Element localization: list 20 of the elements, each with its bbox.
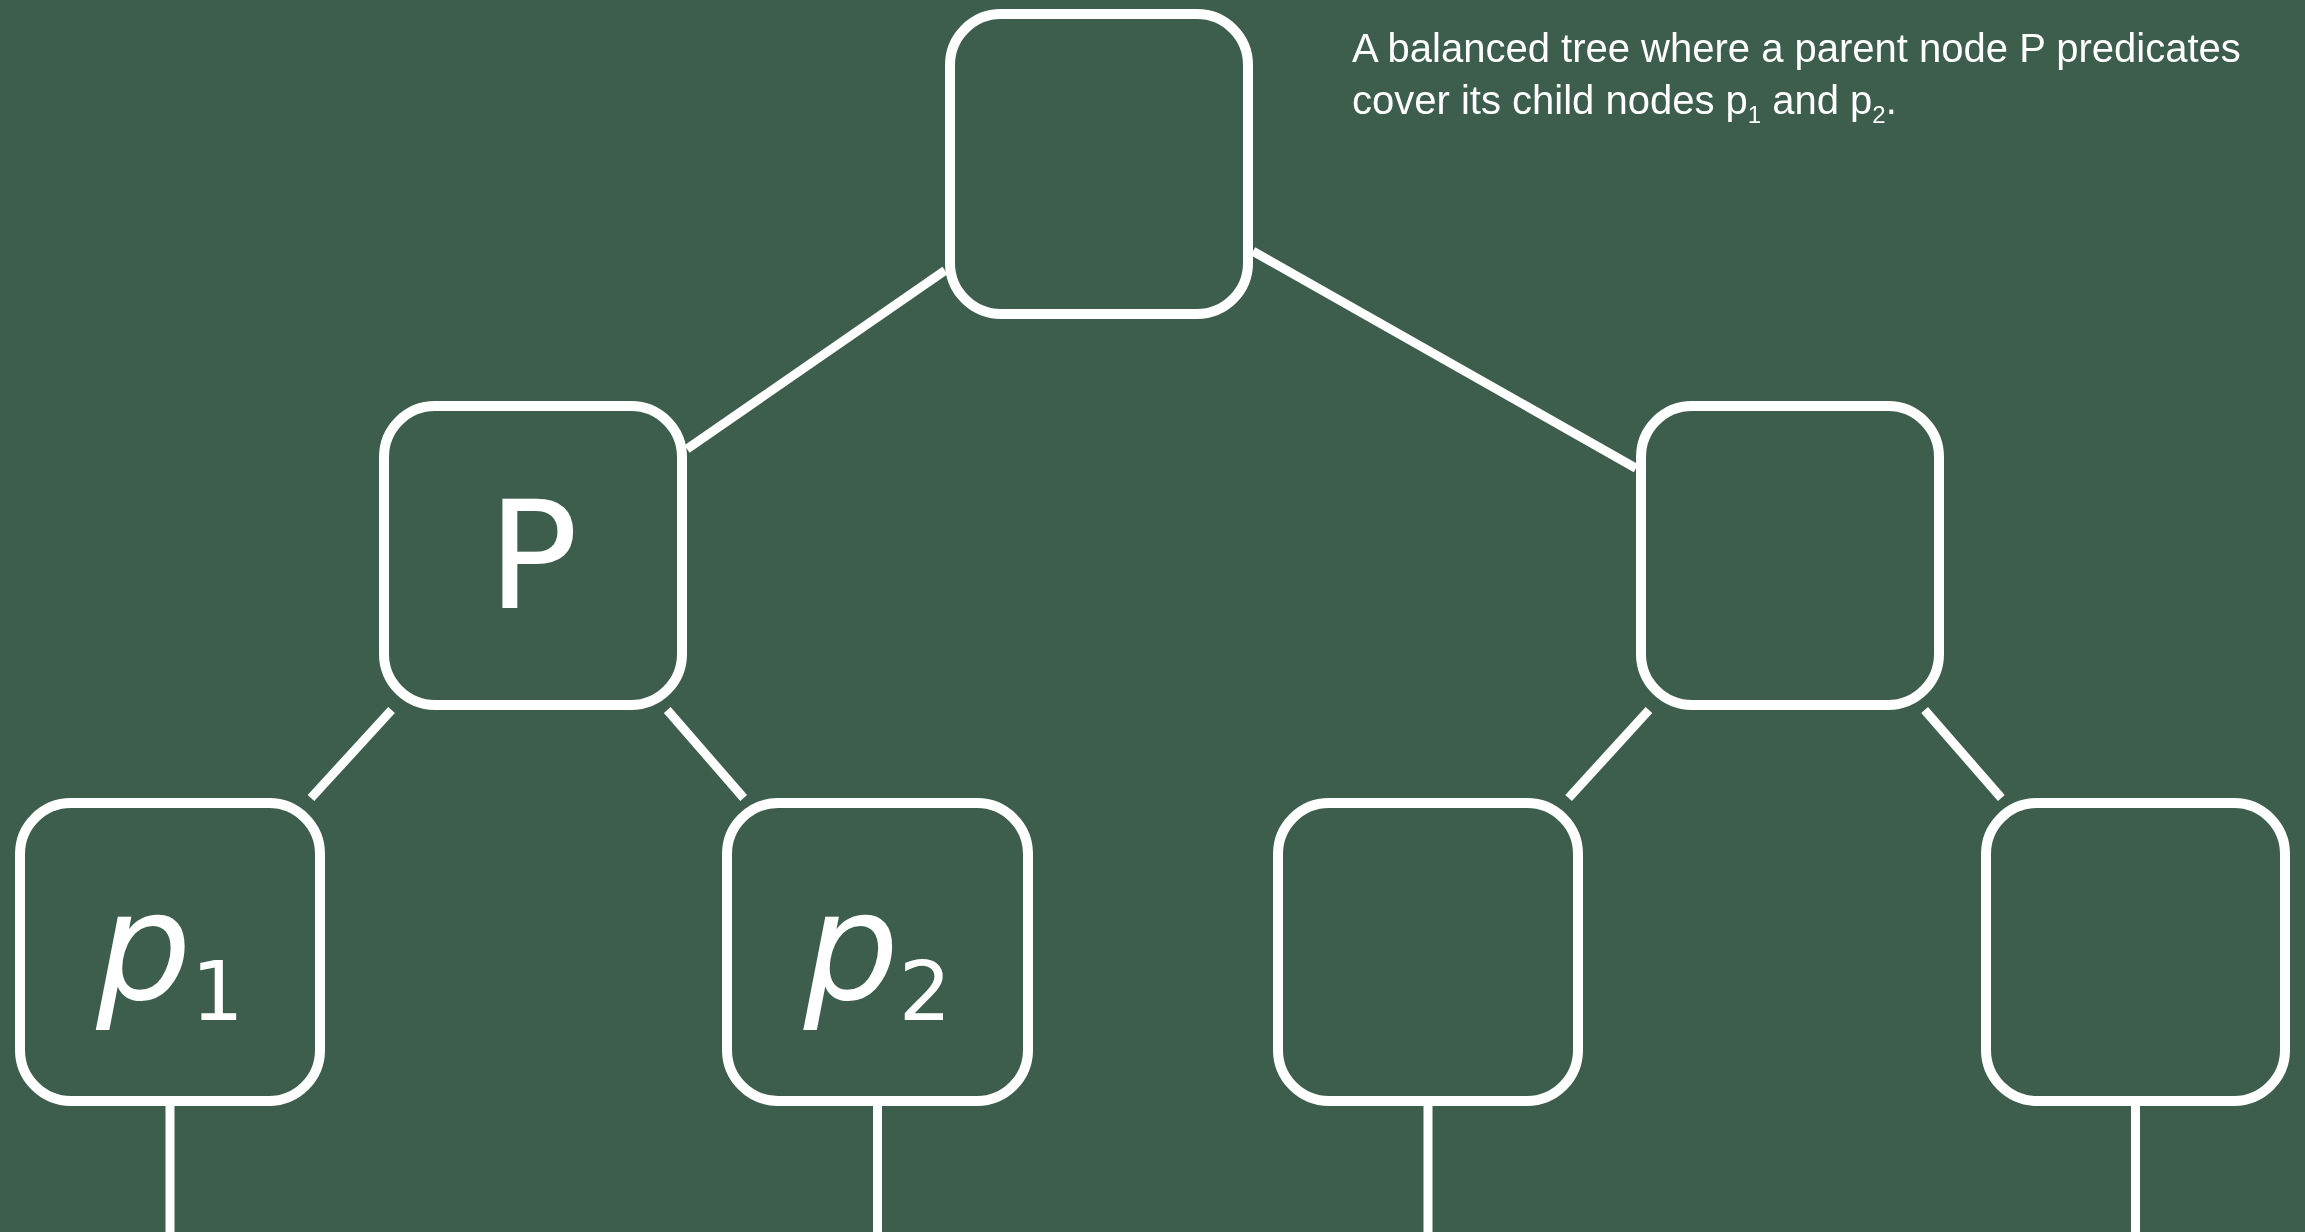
empty-tree-node	[1981, 798, 2290, 1106]
connector-line	[1921, 707, 2005, 801]
tree-node	[379, 401, 687, 710]
empty-tree-node	[1636, 401, 1944, 710]
node-label: P	[487, 480, 579, 631]
connector-line	[1565, 706, 1653, 802]
connector-line	[684, 266, 948, 453]
node-label: p$_{2}$	[803, 871, 952, 1033]
connector-line	[1423, 1106, 1433, 1232]
empty-tree-node	[1273, 798, 1583, 1106]
empty-tree-node	[945, 9, 1253, 319]
caption: A balanced tree where a parent node P predicates cover its child nodes p$_{1}$ and p$_{2}$.	[1352, 25, 2242, 130]
connector-line	[2131, 1106, 2140, 1232]
node-label: p$_{1}$	[96, 871, 244, 1033]
connector-line	[165, 1106, 175, 1232]
connector-line	[873, 1106, 882, 1232]
connector-line	[663, 707, 748, 801]
tree-node	[722, 798, 1033, 1106]
tree-node	[15, 798, 325, 1106]
connector-line	[307, 706, 395, 802]
